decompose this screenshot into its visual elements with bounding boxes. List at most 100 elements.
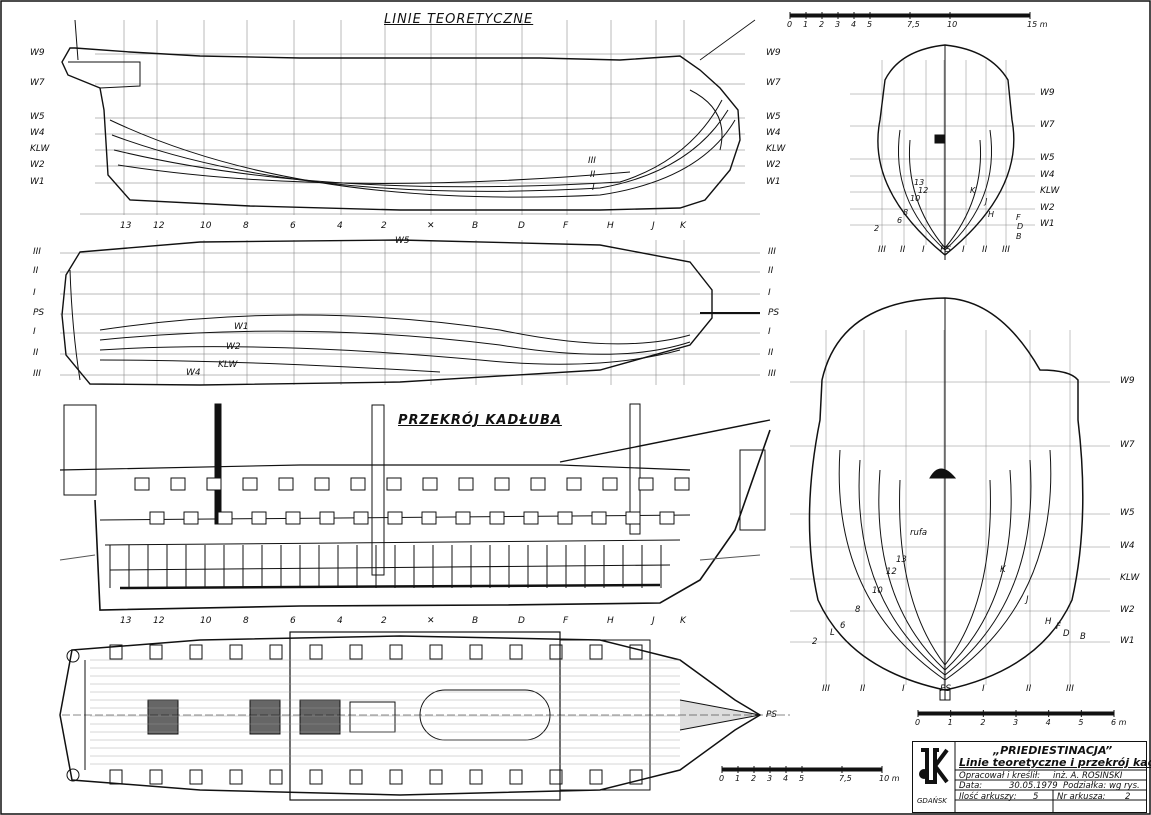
scale-tick-label: 4: [783, 774, 789, 783]
deck-gun: [349, 769, 363, 785]
station-label: B: [472, 221, 479, 231]
body-plan-large-section: 12: [886, 567, 897, 577]
body-plan-large-waterline: W7: [1120, 440, 1135, 450]
gun-carriage: [170, 477, 186, 491]
body-plan-large-section: B: [1080, 632, 1086, 642]
hull-section-view: [59, 403, 771, 611]
plan-label-w2: W2: [226, 342, 241, 352]
gun-carriage: [217, 511, 233, 525]
station-label: 2: [381, 616, 387, 626]
body-plan-small-waterline: W2: [1040, 203, 1055, 213]
profile-buttock-2: II: [590, 170, 596, 180]
body-plan-small-waterline: KLW: [1040, 186, 1060, 196]
sheet-no-label: Nr arkusza:: [1057, 792, 1106, 802]
body-plan-small-buttock: III: [1002, 245, 1010, 255]
deck-gun: [429, 644, 443, 660]
scale-tick-label: 3: [767, 774, 773, 783]
deck-gun: [589, 769, 603, 785]
body-plan-large: [790, 297, 1110, 701]
deck-gun: [269, 769, 283, 785]
author: inż. A. ROSIŃSKI: [1053, 771, 1123, 781]
body-plan-large-section: 13: [896, 555, 907, 565]
body-plan-large-waterline: W9: [1120, 376, 1135, 386]
body-plan-large-waterline: W1: [1120, 636, 1135, 646]
body-plan-large-section: rufa: [910, 528, 928, 538]
body-plan-large-buttock: I: [982, 684, 985, 694]
body-plan-large-section: J: [1026, 595, 1029, 605]
station-label: 8: [243, 616, 249, 626]
station-label: 13: [120, 221, 132, 231]
logo-city: GDAŃSK: [917, 797, 947, 805]
station-label: ✕: [427, 221, 435, 231]
profile-buttock-3: III: [588, 156, 596, 166]
buttock-label-right: PS: [768, 308, 780, 318]
body-plan-large-section: H: [1045, 617, 1052, 627]
plan-label-klw: KLW: [218, 360, 238, 370]
waterline-label-right: W5: [766, 112, 781, 122]
buttock-label-left: PS: [33, 308, 45, 318]
body-plan-small-waterline: W7: [1040, 120, 1055, 130]
scale-tick-label: 3: [835, 20, 841, 29]
body-plan-large-buttock: II: [860, 684, 866, 694]
deck-gun: [389, 644, 403, 660]
gun-carriage: [149, 511, 165, 525]
plan-label-w1: W1: [234, 322, 249, 332]
scale-tick-label: 0: [719, 774, 725, 783]
gun-carriage: [386, 477, 402, 491]
plan-label-w5: W5: [395, 236, 410, 246]
waterline-label-right: KLW: [766, 144, 786, 154]
waterline-label-right: W7: [766, 78, 781, 88]
station-label: J: [652, 221, 655, 231]
gun-carriage: [421, 511, 437, 525]
scale-label: Podziałka:: [1063, 781, 1107, 791]
date-label: Data:: [959, 781, 983, 791]
gun-carriage: [566, 477, 582, 491]
body-plan-small-section: 13: [914, 178, 925, 187]
gun-carriage: [625, 511, 641, 525]
body-plan-large-section: 8: [855, 605, 861, 615]
deck-gun: [469, 769, 483, 785]
body-plan-small-section: 12: [918, 186, 929, 195]
gun-carriage: [183, 511, 199, 525]
buttock-label-left: II: [33, 348, 39, 358]
deck-gun: [549, 644, 563, 660]
buttock-label-right: II: [768, 348, 774, 358]
scale-tick-label: 1: [735, 774, 741, 783]
buttock-label-right: II: [768, 266, 774, 276]
body-plan-small-buttock: I: [922, 245, 925, 255]
body-plan-small-section: 2: [874, 224, 880, 233]
station-label: 12: [153, 221, 165, 231]
body-plan-small-section: D: [1017, 222, 1024, 231]
buttock-label-left: II: [33, 266, 39, 276]
sheets-label: Ilość arkuszy:: [959, 792, 1017, 802]
gun-carriage: [523, 511, 539, 525]
station-label: D: [518, 616, 525, 626]
body-plan-small-waterline: W4: [1040, 170, 1055, 180]
lines-heading: LINIE TEORETYCZNE: [384, 12, 534, 27]
deck-gun: [109, 644, 123, 660]
gun-carriage: [591, 511, 607, 525]
body-plan-small-section: F: [1016, 213, 1021, 222]
scale-tick-label: 10: [947, 20, 958, 29]
waterline-label-left: W2: [30, 160, 45, 170]
body-plan-large-waterline: W5: [1120, 508, 1135, 518]
waterline-label-right: W9: [766, 48, 781, 58]
gun-carriage: [242, 477, 258, 491]
station-label: B: [472, 616, 479, 626]
scale-tick-label: 5: [1078, 718, 1084, 727]
gun-carriage: [674, 477, 690, 491]
station-label: H: [607, 616, 614, 626]
scale-tick-label: 2: [980, 718, 986, 727]
body-plan-small-waterline: W1: [1040, 219, 1055, 229]
gun-carriage: [494, 477, 510, 491]
waterline-label-right: W2: [766, 160, 781, 170]
scale-tick-label: 15 m: [1027, 20, 1048, 29]
scale-tick-label: 2: [819, 20, 825, 29]
station-label: K: [680, 616, 686, 626]
station-label: H: [607, 221, 614, 231]
plan-label-w4: W4: [186, 368, 201, 378]
body-plan-small-section: 10: [910, 194, 921, 203]
gun-carriage: [319, 511, 335, 525]
scale-tick-label: 4: [1045, 718, 1051, 727]
station-label: 4: [337, 221, 343, 231]
